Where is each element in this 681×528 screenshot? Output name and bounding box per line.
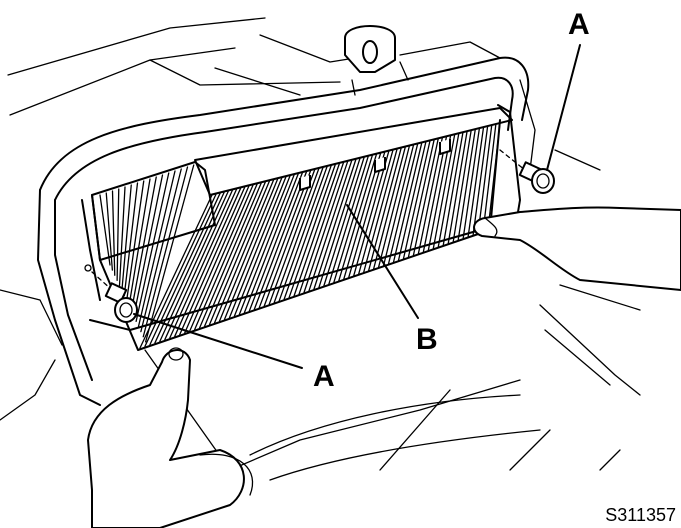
fastener-top	[499, 149, 555, 194]
fastener-bottom	[84, 264, 138, 323]
callout-a-bottom: A	[313, 360, 335, 393]
figure-id: S311357	[605, 505, 676, 525]
callout-b: B	[416, 323, 438, 356]
top-clip	[344, 25, 409, 96]
left-hand	[87, 347, 254, 528]
right-hand	[473, 206, 681, 291]
leader-lines	[133, 44, 581, 369]
callout-a-top: A	[568, 8, 590, 41]
pleated-filter	[91, 107, 513, 351]
